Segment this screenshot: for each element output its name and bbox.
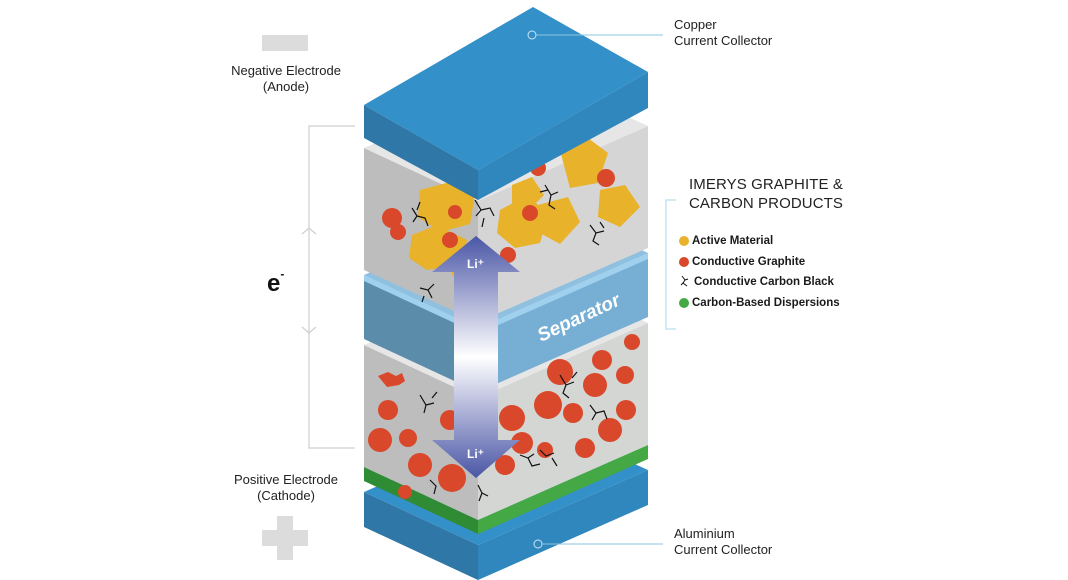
legend-item-conductive-graphite: Conductive Graphite bbox=[679, 252, 840, 273]
minus-symbol-icon bbox=[262, 35, 308, 51]
li-ion-up-label: Li⁺ bbox=[467, 257, 484, 271]
red-dot-icon bbox=[679, 256, 689, 267]
electron-label: e- bbox=[267, 267, 285, 297]
li-ion-double-arrow bbox=[432, 236, 520, 478]
cathode-label: Positive Electrode (Cathode) bbox=[233, 472, 339, 503]
green-dot-icon bbox=[679, 297, 689, 308]
electron-flow-bracket bbox=[301, 125, 355, 449]
aluminium-collector-label: Aluminium Current Collector bbox=[674, 526, 773, 557]
copper-collector-label: Copper Current Collector bbox=[674, 17, 773, 48]
leader-lines bbox=[527, 30, 676, 549]
yellow-dot-icon bbox=[679, 236, 689, 247]
legend: Active Material Conductive Graphite Cond… bbox=[679, 231, 840, 313]
carbon-black-branch-icon bbox=[679, 275, 691, 290]
anode-label: Negative Electrode (Anode) bbox=[231, 63, 341, 94]
legend-item-carbon-dispersions: Carbon-Based Dispersions bbox=[679, 293, 840, 314]
legend-item-active-material: Active Material bbox=[679, 231, 840, 252]
carbon-black-networks bbox=[411, 184, 608, 502]
plus-symbol-icon bbox=[262, 516, 308, 560]
li-ion-down-label: Li⁺ bbox=[467, 447, 484, 461]
copper-current-collector bbox=[364, 7, 648, 200]
legend-title: IMERYS GRAPHITE & CARBON PRODUCTS bbox=[689, 176, 844, 212]
legend-item-conductive-carbon-black: Conductive Carbon Black bbox=[679, 272, 840, 293]
